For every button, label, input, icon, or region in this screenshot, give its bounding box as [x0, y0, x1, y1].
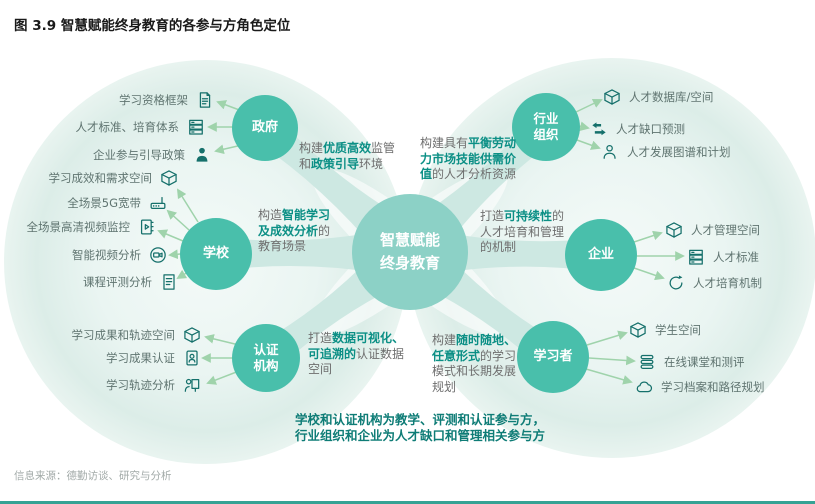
cloud-icon [634, 377, 654, 397]
item-certification-2: 学习轨迹分析 [106, 374, 202, 396]
item-enterprise-0: 人才管理空间 [664, 219, 760, 241]
item-learner-1: 在线课堂和测评 [637, 351, 745, 373]
node-certification-label1: 认证 [253, 341, 279, 357]
desc-industry: 构建具有平衡劳动力市场技能供需价值的人才分析资源 [420, 136, 517, 182]
item-school-2: 全场景高清视频监控 [27, 216, 158, 238]
node-learner-label: 学习者 [533, 348, 573, 364]
cube-icon [664, 220, 684, 240]
router-icon [148, 193, 168, 213]
refresh-icon [666, 273, 686, 293]
video-camera-icon [148, 245, 168, 265]
item-learner-0: 学生空间 [628, 319, 701, 341]
swap-arrows-icon [589, 119, 609, 139]
cube-icon [602, 87, 622, 107]
node-school-label: 学校 [202, 245, 229, 261]
item-learner-2: 学习档案和路径规划 [634, 376, 765, 398]
node-school[interactable]: 学校 [180, 218, 252, 290]
document-icon [195, 90, 215, 110]
node-enterprise-label: 企业 [587, 246, 614, 262]
item-government-2: 企业参与引导政策 [93, 144, 212, 166]
person-outline-icon [600, 142, 620, 162]
node-certification[interactable]: 认证 机构 [232, 324, 300, 392]
desc-learner: 构建随时随地、任意形式的学习模式和长期发展规划 [432, 333, 517, 394]
node-industry-label1: 行业 [533, 110, 559, 126]
list-icon [686, 247, 706, 267]
cube-icon [628, 320, 648, 340]
node-certification-label2: 机构 [253, 358, 279, 373]
footer-note: 学校和认证机构为教学、评测和认证参与方， 行业组织和企业为人才缺口和管理相关参与… [278, 412, 562, 444]
item-school-3: 智能视频分析 [72, 244, 168, 266]
presenter-icon [182, 375, 202, 395]
item-arrows [157, 98, 685, 385]
item-industry-2: 人才发展图谱和计划 [600, 141, 731, 163]
item-enterprise-1: 人才标准 [686, 246, 759, 268]
item-school-0: 学习成效和需求空间 [49, 167, 180, 189]
item-government-0: 学习资格框架 [119, 89, 215, 111]
bottom-divider [0, 501, 815, 504]
item-government-1: 人才标准、培育体系 [76, 116, 207, 138]
cube-icon [182, 325, 202, 345]
item-school-1: 全场景5G宽带 [67, 192, 168, 214]
id-badge-icon [182, 348, 202, 368]
books-icon [637, 352, 657, 372]
desc-school: 构造智能学习及成效分析的教育场景 [258, 208, 331, 254]
item-certification-0: 学习成果和轨迹空间 [72, 324, 203, 346]
video-file-icon [137, 217, 157, 237]
person-fill-icon [192, 145, 212, 165]
desc-government: 构建优质高效监管和政策引导环境 [299, 141, 396, 171]
footer-note-line2: 行业组织和企业为人才缺口和管理相关参与方 [294, 428, 545, 443]
node-government-label: 政府 [251, 119, 278, 135]
desc-certification: 打造数据可视化、可追溯的认证数据空间 [308, 331, 405, 377]
node-industry[interactable]: 行业 组织 [512, 93, 580, 161]
node-enterprise[interactable]: 企业 [565, 219, 637, 291]
cube-icon [159, 168, 179, 188]
item-certification-1: 学习成果认证 [106, 347, 202, 369]
item-enterprise-2: 人才培育机制 [666, 272, 762, 294]
item-industry-0: 人才数据库/空间 [602, 86, 713, 108]
figure-title: 图 3.9 智慧赋能终身教育的各参与方角色定位 [14, 18, 291, 34]
hub-node[interactable]: 智慧赋能 终身教育 [352, 194, 468, 310]
item-industry-1: 人才缺口预测 [589, 118, 685, 140]
list-icon [186, 117, 206, 137]
node-industry-label2: 组织 [533, 127, 559, 142]
hub-label-line1: 智慧赋能 [379, 230, 440, 249]
hub-label-line2: 终身教育 [379, 254, 440, 272]
document-lines-icon [159, 272, 179, 292]
item-school-4: 课程评测分析 [83, 271, 179, 293]
footer-note-line1: 学校和认证机构为教学、评测和认证参与方， [294, 412, 545, 427]
desc-enterprise: 打造可持续性的人才培育和管理的机制 [480, 209, 565, 255]
source-note: 信息来源：德勤访谈、研究与分析 [14, 470, 172, 482]
node-learner[interactable]: 学习者 [517, 321, 589, 393]
node-government[interactable]: 政府 [232, 95, 298, 161]
